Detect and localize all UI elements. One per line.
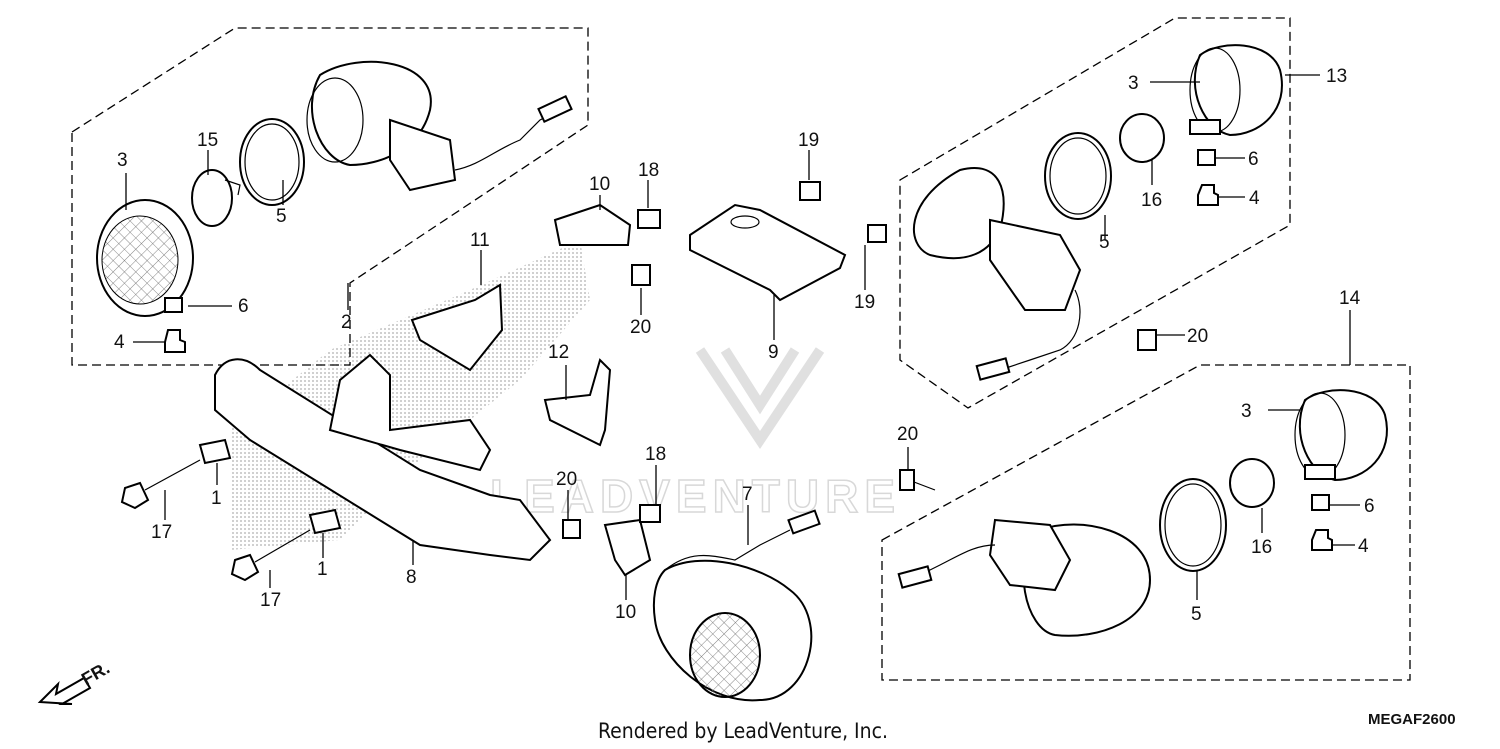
stay-9 xyxy=(689,203,847,302)
watermark-text: LEADVENTURE xyxy=(490,470,901,522)
turn-signal-front-left-lower xyxy=(562,504,821,702)
callout-5-front-right: 5 xyxy=(1191,604,1202,625)
screw-4-front-right xyxy=(1311,529,1333,551)
callout-6-rear: 6 xyxy=(1248,149,1259,170)
screw-20-lower xyxy=(562,519,581,539)
callout-6-front-right: 6 xyxy=(1364,496,1375,517)
callout-15: 15 xyxy=(197,130,218,151)
screw-20-rear xyxy=(1137,329,1157,351)
screw-20-upper xyxy=(631,264,651,286)
rim-5-left xyxy=(239,118,305,206)
bracket-11 xyxy=(410,283,504,372)
assembly-box-front-left xyxy=(71,27,589,366)
footer-credit: Rendered by LeadVenture, Inc. xyxy=(598,719,888,743)
callout-17-lower: 17 xyxy=(260,590,281,611)
lens-3-rear xyxy=(1193,44,1283,137)
lens-tab-rear xyxy=(1189,119,1221,135)
bulb-16-rear xyxy=(1119,113,1165,163)
screw-20-front-right xyxy=(899,469,915,491)
callout-12: 12 xyxy=(548,342,569,363)
connector-lower xyxy=(787,509,821,535)
bulb-16-front-right xyxy=(1229,458,1275,508)
callout-20-upper: 20 xyxy=(630,317,651,338)
main-bar xyxy=(120,353,552,582)
callout-17-upper: 17 xyxy=(151,522,172,543)
screw-18-lower xyxy=(639,504,661,523)
callout-20-front-right: 20 xyxy=(897,424,918,445)
bolt-17-lower-head xyxy=(230,553,260,582)
callout-4-front-right: 4 xyxy=(1358,536,1369,557)
lens-tab-front-right xyxy=(1304,464,1336,480)
callout-3-front-left: 3 xyxy=(117,150,128,171)
bracket-10-lower xyxy=(603,518,652,577)
callout-19-upper: 19 xyxy=(798,130,819,151)
callout-6-front-left: 6 xyxy=(238,296,249,317)
callout-20-lower: 20 xyxy=(556,469,577,490)
diagram-code: MEGAF2600 xyxy=(1368,711,1456,728)
callout-4-rear: 4 xyxy=(1249,188,1260,209)
assembly-box-front-right xyxy=(881,364,1411,681)
turn-signal-rear-right xyxy=(912,44,1283,381)
callouts: 3 15 5 6 4 2 11 10 18 20 19 19 9 12 1 17… xyxy=(114,66,1375,625)
rim-5-front-right xyxy=(1159,478,1227,572)
callout-1-upper: 1 xyxy=(211,488,222,509)
housing-rear xyxy=(912,167,1005,260)
leader-lines xyxy=(125,74,1360,600)
callout-10-upper: 10 xyxy=(589,174,610,195)
nut-6-front-right xyxy=(1311,494,1330,511)
bracket-12 xyxy=(543,358,612,447)
grommet-front-right xyxy=(988,518,1072,592)
bar-8 xyxy=(214,358,552,562)
callout-16-front-right: 16 xyxy=(1251,537,1272,558)
callout-2: 2 xyxy=(341,312,352,333)
connector-left xyxy=(537,94,573,124)
callout-3-rear: 3 xyxy=(1128,73,1139,94)
turn-signal-front-left xyxy=(96,60,573,353)
callout-13: 13 xyxy=(1326,66,1347,87)
callout-4-front-left: 4 xyxy=(114,332,125,353)
callout-5-rear: 5 xyxy=(1099,232,1110,253)
center-brackets xyxy=(410,181,1157,447)
rim-5-rear xyxy=(1044,132,1112,220)
callout-19-right: 19 xyxy=(854,292,875,313)
screw-4-rear xyxy=(1197,184,1219,206)
nut-6-rear xyxy=(1197,149,1216,166)
callout-8: 8 xyxy=(406,567,417,588)
bulb-15 xyxy=(191,169,233,227)
arrow-icon xyxy=(37,676,92,705)
turn-signal-front-right xyxy=(897,389,1388,637)
screw-4-left xyxy=(164,329,186,353)
callout-14: 14 xyxy=(1339,288,1361,309)
callout-1-lower: 1 xyxy=(317,559,328,580)
connector-front-right xyxy=(897,565,933,589)
assembly-boxes xyxy=(71,17,1411,681)
grommet-left xyxy=(389,118,457,192)
callout-20-rear: 20 xyxy=(1187,326,1208,347)
callout-5-front-left: 5 xyxy=(276,206,287,227)
grommet-rear xyxy=(989,218,1082,311)
callout-18-upper: 18 xyxy=(638,160,659,181)
nut-6-left xyxy=(164,297,183,313)
watermark: LEADVENTURE xyxy=(489,347,901,523)
callout-7: 7 xyxy=(742,484,753,505)
connector-rear xyxy=(975,357,1011,381)
screw-19-right xyxy=(867,224,887,243)
bolt-17-upper-head xyxy=(120,481,150,510)
lens-3-front-right xyxy=(1298,389,1388,482)
callout-18-lower: 18 xyxy=(645,444,666,465)
callout-9: 9 xyxy=(768,342,779,363)
screw-19-upper xyxy=(799,181,821,201)
callout-16-rear: 16 xyxy=(1141,190,1162,211)
callout-11: 11 xyxy=(470,230,490,251)
collar-1-lower xyxy=(308,508,342,535)
collar-1-upper xyxy=(198,438,232,465)
front-direction-arrow: FR. xyxy=(37,658,113,705)
callout-3-front-right: 3 xyxy=(1241,401,1252,422)
screw-18-upper xyxy=(637,209,661,229)
callout-10-lower: 10 xyxy=(615,602,636,623)
assembly-box-rear-right xyxy=(899,17,1291,409)
bracket-10-upper xyxy=(553,203,632,246)
